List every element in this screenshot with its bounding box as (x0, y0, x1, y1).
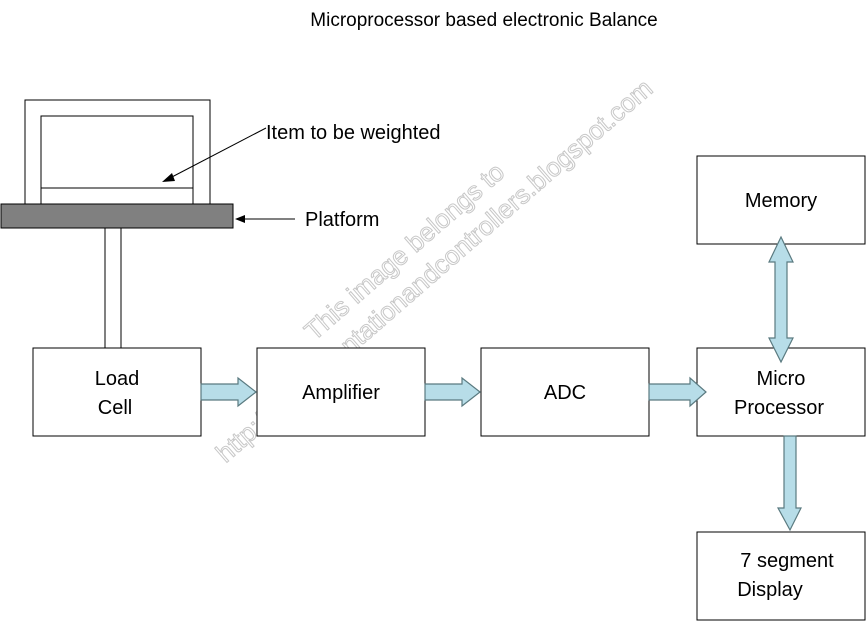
arrow-microprocessor-to-display (776, 435, 802, 532)
arrow-amplifier-to-adc (424, 376, 481, 408)
platform-label: Platform (305, 209, 379, 231)
display-block: 7 segment Display (696, 531, 866, 621)
platform (0, 203, 234, 229)
weighing-scale (0, 99, 234, 349)
memory-label: Memory (745, 190, 817, 212)
microprocessor-label-2: Processor (734, 397, 824, 419)
load-cell-label-2: Cell (98, 397, 132, 419)
adc-label: ADC (544, 382, 586, 404)
arrow-loadcell-to-amplifier (200, 376, 257, 408)
load-cell-label-1: Load (95, 368, 140, 390)
item-pan (40, 115, 194, 206)
display-label-2: Display (737, 579, 803, 601)
load-cell-block: Load Cell (32, 347, 202, 437)
microprocessor-label-1: Micro (757, 368, 806, 390)
memory-block: Memory (696, 155, 866, 245)
item-label: Item to be weighted (266, 122, 441, 144)
diagram-title: Microprocessor based electronic Balance (310, 10, 657, 31)
amplifier-label: Amplifier (302, 382, 380, 404)
item-pointer-arrowhead (162, 173, 175, 182)
adc-block: ADC (480, 347, 650, 437)
arrow-adc-to-microprocessor (648, 376, 707, 408)
amplifier-block: Amplifier (256, 347, 426, 437)
item-pointer-line (169, 127, 267, 179)
arrow-memory-microprocessor-bidirectional (768, 235, 794, 364)
stem (104, 227, 122, 349)
platform-pointer-arrowhead (235, 215, 245, 223)
display-label-1: 7 segment (740, 550, 834, 572)
